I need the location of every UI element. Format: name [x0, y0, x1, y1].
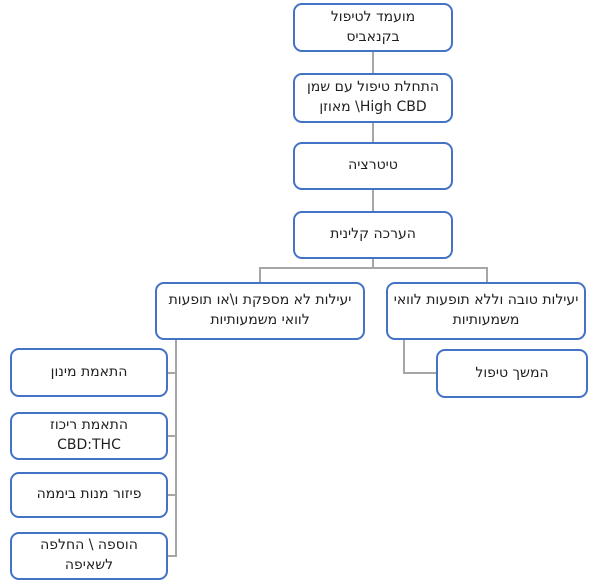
node-candidate-for-cannabis-treatment: מועמד לטיפול בקנאביס — [293, 3, 453, 52]
node-good-efficacy-no-side-effects: יעילות טובה וללא תופעות לוואי משמעותיות — [386, 282, 586, 340]
node-clinical-evaluation: הערכה קלינית — [293, 211, 453, 259]
connector-stub-ratio-adjustment — [168, 435, 177, 437]
connector-candidate-to-start — [372, 52, 374, 73]
node-add-or-switch-to-inhalation: הוספה \ החלפה לשאיפה — [10, 532, 168, 580]
connector-actions-spine — [175, 340, 177, 557]
connector-stub-dose-distribution — [168, 494, 177, 496]
connector-stub-inhalation — [168, 555, 177, 557]
node-daily-dose-distribution: פיזור מנות ביממה — [10, 472, 168, 518]
connector-good-to-continue-horizontal — [403, 372, 436, 374]
connector-stub-dose-adjustment — [168, 372, 177, 374]
connector-drop-to-good — [486, 267, 488, 282]
node-insufficient-efficacy-or-side-effects: יעילות לא מספקת ו\או תופעות לוואי משמעות… — [155, 282, 365, 340]
node-start-treatment-high-cbd-oil: התחלת טיפול עם שמן High CBD\ מאוזן — [293, 73, 453, 123]
connector-evaluation-stub — [372, 259, 374, 269]
connector-good-to-continue-vertical — [403, 340, 405, 374]
node-cbd-thc-ratio-adjustment: התאמת ריכוז CBD:THC — [10, 412, 168, 460]
node-continue-treatment: המשך טיפול — [436, 349, 588, 398]
node-titration: טיטרציה — [293, 142, 453, 190]
connector-branch-horizontal — [259, 267, 488, 269]
connector-titration-to-evaluation — [372, 190, 374, 211]
connector-drop-to-insufficient — [259, 267, 261, 282]
connector-start-to-titration — [372, 123, 374, 142]
node-dose-adjustment: התאמת מינון — [10, 348, 168, 397]
